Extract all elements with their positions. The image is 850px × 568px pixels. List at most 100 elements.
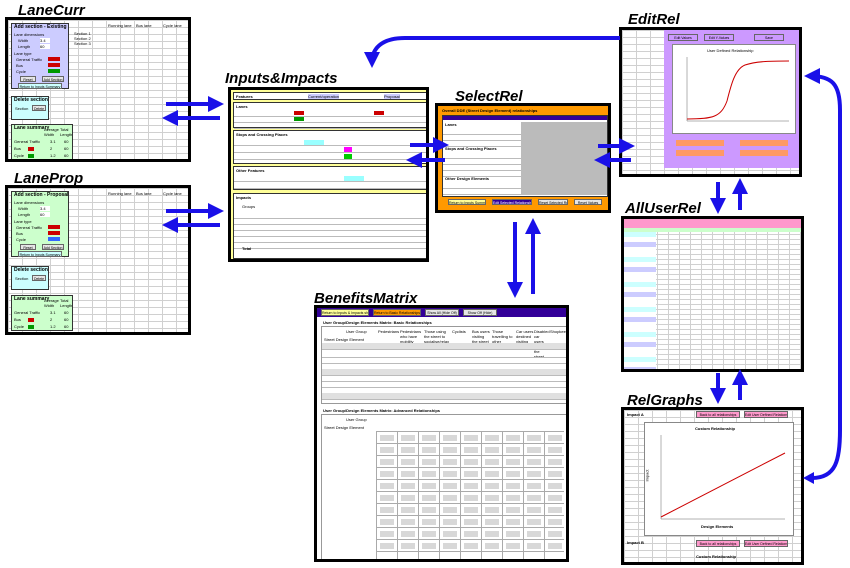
laneprop-add-panel: Add section - Proposal Lane dimensions W… [11,191,69,257]
benefitsmatrix-window: Return to Inputs & Impacts sheet Return … [314,305,569,562]
lanecurr-summary-panel: Lane summary Average Width Total Length … [11,124,73,159]
editrel-edit-values-button[interactable]: Edit Values [668,34,698,41]
laneprop-reset-button[interactable]: Reset [20,244,36,250]
lanecurr-general-traffic: General Traffic [16,57,43,62]
laneprop-general-traffic: General Traffic [16,225,43,230]
editrel-red-row-3 [676,150,724,156]
benefits-col-4: Bus users visiting the street [472,329,490,344]
relgraphs-chart-a: Custom Relationship Design Elements Impa… [644,422,794,536]
label-benefitsmatrix: BenefitsMatrix [314,290,418,307]
lanecurr-return-button[interactable]: Return to Inputs Summary [18,83,62,89]
lanecurr-width-value[interactable]: 3.4 [40,38,50,43]
editrel-save-button[interactable]: Save [754,34,784,41]
laneprop-sum-bus-w: 2 [50,317,53,322]
laneprop-bus-swatch[interactable] [48,231,60,235]
inputs-current-label: Current/operation [308,94,340,99]
selectrel-stops-label: Stops and Crossing Places [445,146,497,151]
selectrel-other-label: Other Design Elements [445,176,490,181]
lanecurr-sum-gt-w: 3.1 [50,139,56,144]
lanecurr-length-value[interactable]: 60 [40,44,50,49]
arrow-relgraphs-to-editrel [804,68,842,480]
laneprop-delete-panel: Delete section Section Delete [11,266,49,290]
selectrel-return-button[interactable]: Return to Inputs Summary [448,199,486,205]
laneprop-delete-title: Delete section [14,267,48,273]
inputs-lanes-table: Lanes [233,102,426,129]
relgraphs-back-button-a[interactable]: Back to all relationships [696,411,740,418]
inputs-stops-green [344,154,352,159]
benefits-basic-title: User Group/Design Elements Matrix: Basic… [323,320,432,325]
lanecurr-lane-type: Lane type [14,51,32,56]
laneprop-width-label: Width [18,206,29,211]
laneprop-col-cycle: Cycle lane [163,191,182,196]
editrel-chart-title: User Defined Relationship [707,48,754,53]
benefits-adv-cells [380,435,562,555]
alluserrel-window [621,216,804,372]
benefits-tab-show-all[interactable]: Show All (Hide Off) [425,309,459,316]
lanecurr-cycle-swatch[interactable] [48,69,60,73]
inputs-other-table: Other Features [233,166,426,190]
lanecurr-reset-button[interactable]: Reset [20,76,36,82]
laneprop-length-value[interactable]: 60 [40,212,50,217]
inputs-proposal-label: Proposal [384,94,400,99]
benefits-col-2: Those using the street to socialise/rela… [424,329,450,344]
lanecurr-add-section-button[interactable]: Add Section [42,76,64,82]
lanecurr-avg-width: Average Width [44,127,59,137]
lanecurr-delete-button[interactable]: Delete [32,105,46,111]
inputs-stops-label: Stops and Crossing Places [236,132,288,137]
selectrel-reset-values-button[interactable]: Reset Values [574,199,602,205]
selectrel-reset-rels-button[interactable]: Reset Selected Rels [538,199,568,205]
relgraphs-chart-title-b: Custom Relationship [696,554,737,559]
laneprop-bus: Bus [16,231,23,236]
inputs-stops-table: Stops and Crossing Places [233,130,426,167]
laneprop-return-button[interactable]: Return to Inputs Summary [18,251,62,257]
laneprop-width-value[interactable]: 3.4 [40,206,50,211]
lanecurr-length-label: Length [18,44,31,49]
laneprop-add-section-button[interactable]: Add Section [42,244,64,250]
label-lanecurr: LaneCurr [18,2,85,19]
lanecurr-bus-swatch[interactable] [48,63,60,67]
relgraphs-edit-button-b[interactable]: Edit User Defined Relationship [744,540,788,547]
editrel-red-row-2 [740,140,788,146]
laneprop-col-running: Running lane [108,191,132,196]
relgraphs-back-button-b[interactable]: Back to all relationships [696,540,740,547]
relgraphs-edit-button-a[interactable]: Edit User Defined Relationship [744,411,788,418]
laneprop-sum-gt: General Traffic [14,310,41,315]
selectrel-edit-button[interactable]: Edit Selected Relationships [492,199,532,205]
label-editrel: EditRel [628,11,680,28]
laneprop-total-length: Total Length [60,298,73,308]
editrel-window: Edit Values Edit Y-Values Save User Defi… [619,27,802,177]
lanecurr-gt-swatch[interactable] [48,57,60,61]
laneprop-window: Running lane Bus lane Cycle lane Add sec… [5,185,191,335]
benefits-advanced-title: User Group/Design Elements Matrix: Advan… [323,408,440,413]
arrow-relgraphs-head-left [803,472,814,484]
laneprop-gt-swatch[interactable] [48,225,60,229]
lanecurr-sum-bus-l: 60 [64,146,69,151]
benefits-tab-show-off[interactable]: Show Off (Hide) [463,309,497,316]
laneprop-cycle-swatch[interactable] [48,237,60,241]
relgraphs-xlabel: Design Elements [701,524,734,529]
lanecurr-total-length: Total Length [60,127,73,137]
laneprop-length-label: Length [18,212,31,217]
inputs-lanes-red-swatch [294,111,304,115]
laneprop-sum-bus: Bus [14,317,21,322]
laneprop-delete-button[interactable]: Delete [32,275,46,281]
benefits-tab-basic[interactable]: Return to Basic Relationships [373,309,421,316]
benefits-tab-inputs[interactable]: Return to Inputs & Impacts sheet [321,309,369,316]
label-inputs-impacts: Inputs&Impacts [225,70,338,87]
inputs-features-header: Features Current/operation Proposal [233,92,426,100]
lanecurr-sum-gt: General Traffic [14,139,41,144]
lanecurr-section-2: Section 2 [74,36,91,41]
lanecurr-col-running: Running lane [108,23,132,28]
benefits-col-8: Shopkeepers [550,329,569,334]
label-selectrel: SelectRel [455,88,523,105]
relgraphs-window: Impact A Back to all relationships Edit … [621,407,804,565]
lanecurr-sum-bus: Bus [14,146,21,151]
inputs-groups-label: Groups [242,204,256,209]
laneprop-avg-width: Average Width [44,298,59,308]
editrel-edit-y-button[interactable]: Edit Y-Values [704,34,734,41]
relgraphs-line [660,452,786,518]
editrel-red-row-4 [740,150,788,156]
inputs-total-label: Total [242,246,252,251]
label-alluserrel: AllUserRel [625,200,701,217]
arrow-editrel-to-inputs [364,36,620,68]
